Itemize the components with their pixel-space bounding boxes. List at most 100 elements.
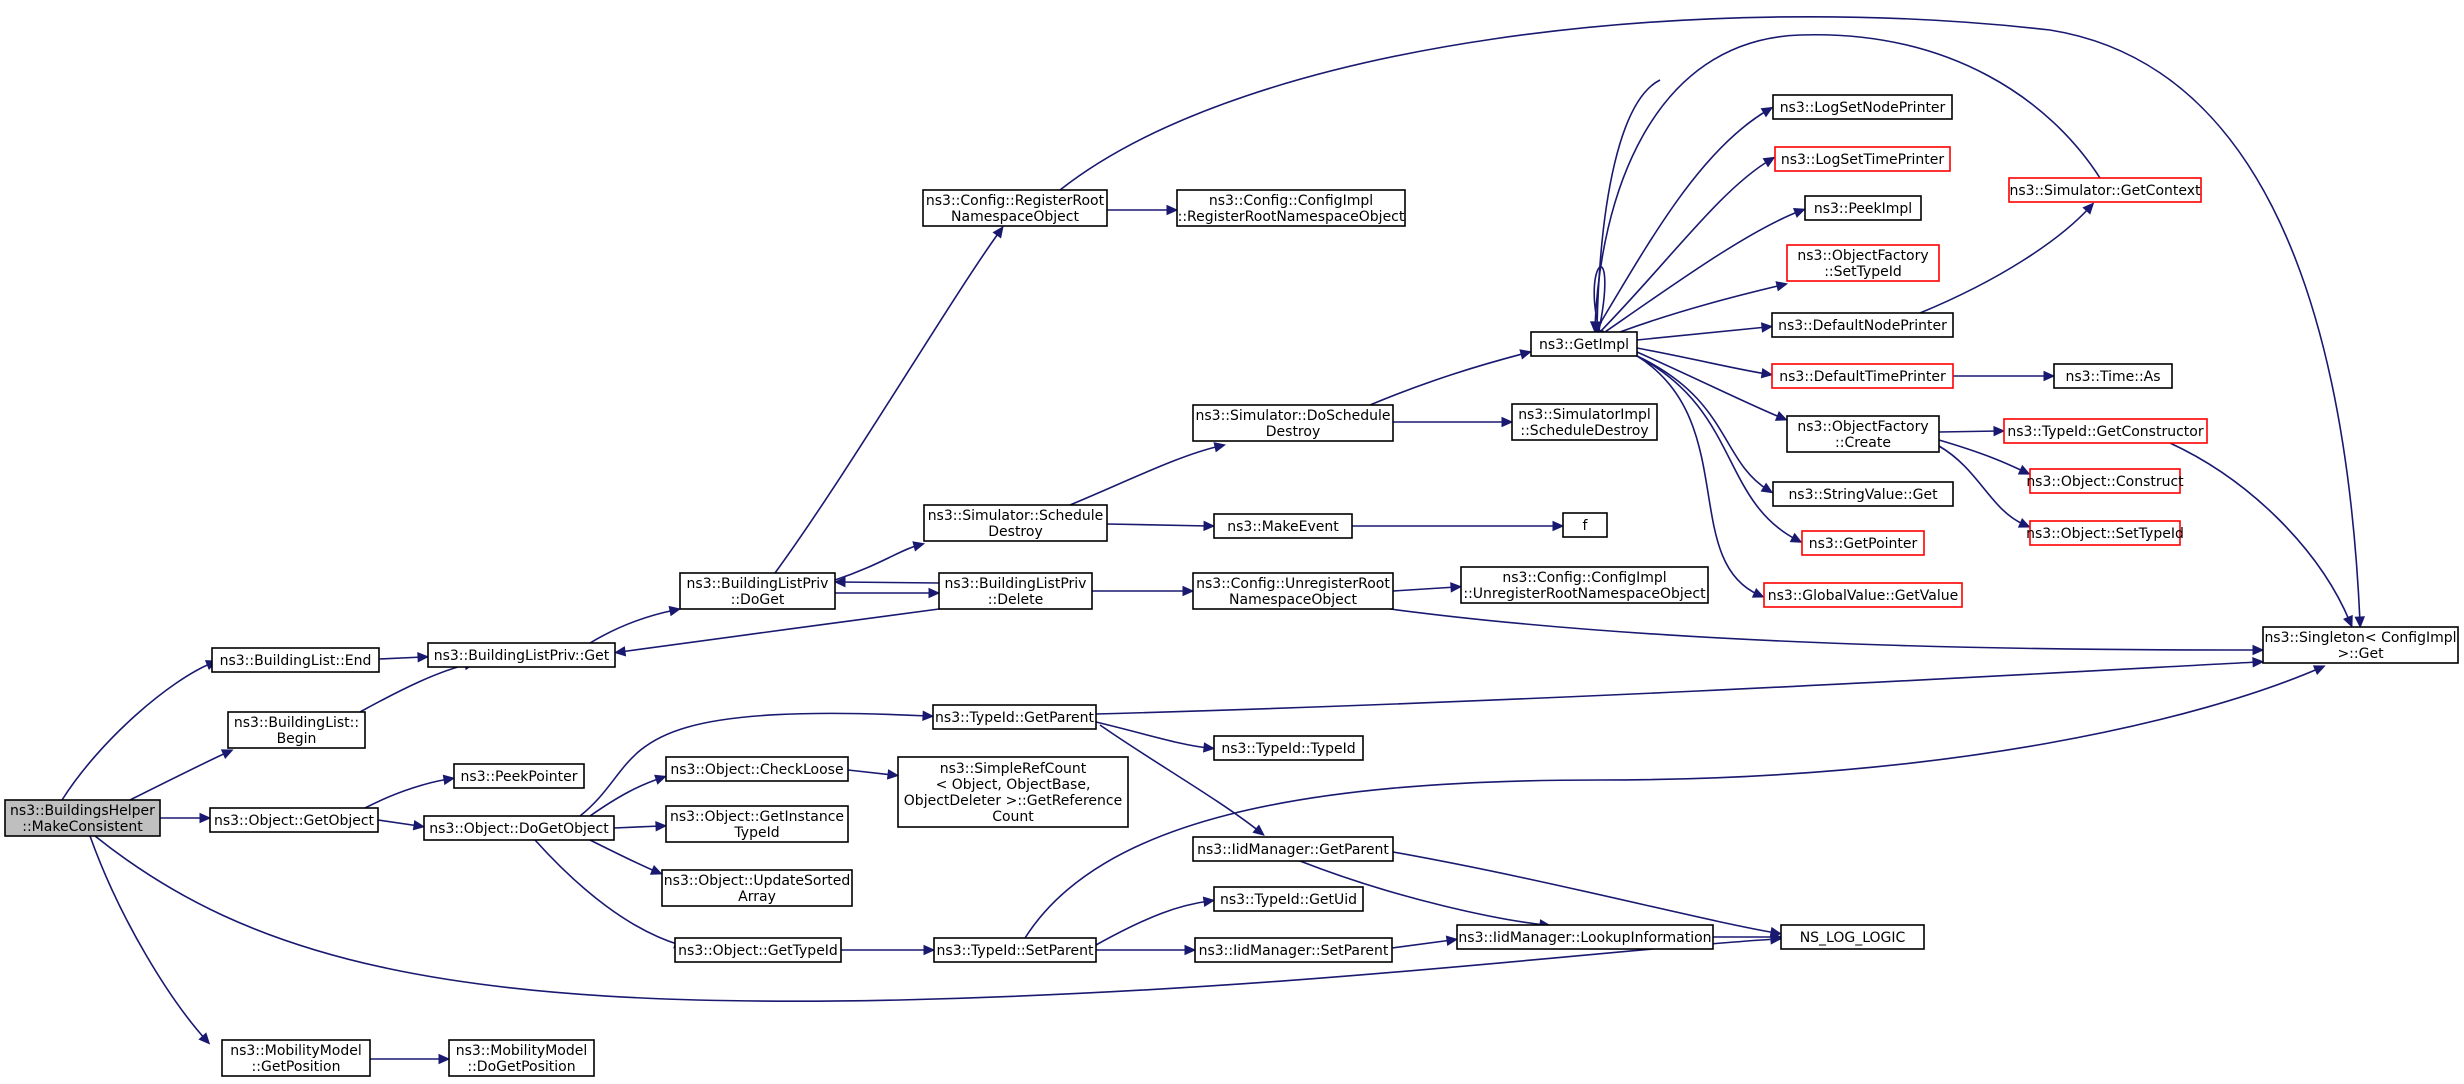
node-singleton[interactable]: ns3::Singleton< ConfigImpl>::Get: [2262, 626, 2459, 664]
node-blp-doget[interactable]: ns3::BuildingListPriv::DoGet: [679, 572, 836, 610]
arrowhead: [1182, 585, 1195, 597]
arrowhead: [1202, 742, 1216, 753]
node-defnodeprinter[interactable]: ns3::DefaultNodePrinter: [1771, 312, 1954, 338]
arrowhead: [2082, 202, 2095, 215]
node-label: ns3::GetPointer: [1809, 536, 1918, 552]
edge-getimpl-to-logsettime: [1599, 156, 1776, 333]
edge-line: [847, 769, 894, 776]
arrowhead: [655, 820, 668, 832]
node-cfgimpl-unreg[interactable]: ns3::Config::ConfigImpl::UnregisterRootN…: [1460, 566, 1709, 604]
node-tid-typeid[interactable]: ns3::TypeId::TypeId: [1213, 735, 1364, 761]
node-box: [1213, 886, 1364, 912]
node-getpointer[interactable]: ns3::GetPointer: [1801, 530, 1925, 556]
node-box: [1192, 572, 1394, 610]
edge-getimpl-to-logsetnode: [1594, 106, 1774, 333]
node-label: ns3::SimpleRefCount: [940, 761, 1087, 777]
node-iid-lookup[interactable]: ns3::IidManager::LookupInformation: [1456, 924, 1714, 950]
node-bl-end[interactable]: ns3::BuildingList::End: [211, 647, 380, 673]
edge-line: [1596, 79, 1661, 328]
node-tid-setparent[interactable]: ns3::TypeId::SetParent: [933, 937, 1097, 963]
node-sim-getcontext[interactable]: ns3::Simulator::GetContext: [2008, 177, 2202, 203]
node-label: ::GetPosition: [252, 1059, 341, 1075]
node-label: Destroy: [988, 524, 1042, 540]
node-obj-construct[interactable]: ns3::Object::Construct: [2026, 468, 2184, 494]
edge-getimpl-to-stringvalue_get: [1636, 355, 1774, 494]
arrowhead: [2252, 644, 2265, 656]
node-tid-getparent[interactable]: ns3::TypeId::GetParent: [932, 704, 1097, 730]
arrowhead: [1184, 944, 1197, 956]
node-box: [674, 937, 842, 963]
node-label: ns3::TypeId::TypeId: [1221, 741, 1355, 757]
node-tid-getuid[interactable]: ns3::TypeId::GetUid: [1213, 886, 1364, 912]
node-simimpl-sched[interactable]: ns3::SimulatorImpl::ScheduleDestroy: [1511, 403, 1658, 441]
node-obj-checkloose[interactable]: ns3::Object::CheckLoose: [665, 756, 849, 782]
edge-cfg_regroot-to-cfgimpl_regroot: [1107, 204, 1179, 216]
node-of-create[interactable]: ns3::ObjectFactory::Create: [1786, 415, 1940, 453]
node-logsetnode[interactable]: ns3::LogSetNodePrinter: [1772, 94, 1953, 120]
node-f[interactable]: f: [1562, 512, 1608, 538]
node-obj-settypeid[interactable]: ns3::Object::SetTypeId: [2026, 520, 2184, 546]
node-stringvalue-get[interactable]: ns3::StringValue::Get: [1772, 481, 1954, 507]
edge-line: [1392, 586, 1457, 592]
edge-getimpl-to-peekimpl: [1604, 208, 1806, 333]
node-iid-setparent[interactable]: ns3::IidManager::SetParent: [1194, 937, 1393, 963]
node-mm-getpos[interactable]: ns3::MobilityModel::GetPosition: [221, 1039, 371, 1077]
node-obj-dogetobject[interactable]: ns3::Object::DoGetObject: [423, 815, 615, 841]
node-ns-log-logic[interactable]: NS_LOG_LOGIC: [1780, 924, 1925, 950]
node-box: [1772, 481, 1954, 507]
node-label: ns3::Simulator::GetContext: [2009, 183, 2201, 199]
node-label: ns3::PeekImpl: [1814, 201, 1912, 217]
node-label: ns3::BuildingListPriv::Get: [434, 648, 610, 664]
edge-line: [1636, 355, 1769, 491]
node-bl-begin[interactable]: ns3::BuildingList::Begin: [227, 711, 366, 749]
arrowhead: [668, 605, 682, 617]
node-box: [1801, 530, 1925, 556]
node-sim-schedule[interactable]: ns3::Simulator::ScheduleDestroy: [923, 504, 1108, 542]
node-logsettime[interactable]: ns3::LogSetTimePrinter: [1774, 146, 1951, 172]
edge-line: [1095, 900, 1210, 946]
node-cfg-unreg[interactable]: ns3::Config::UnregisterRootNamespaceObje…: [1192, 572, 1394, 610]
arrowhead: [1770, 931, 1783, 943]
node-simplerefcount[interactable]: ns3::SimpleRefCount< Object, ObjectBase,…: [897, 756, 1129, 828]
node-box: [453, 763, 585, 789]
arrowhead: [923, 944, 936, 956]
node-globalvalue[interactable]: ns3::GlobalValue::GetValue: [1763, 582, 1963, 608]
node-tid-getctor[interactable]: ns3::TypeId::GetConstructor: [2003, 418, 2208, 444]
node-time-as[interactable]: ns3::Time::As: [2053, 363, 2173, 389]
node-obj-gettypeid[interactable]: ns3::Object::GetTypeId: [674, 937, 842, 963]
node-root[interactable]: ns3::BuildingsHelper::MakeConsistent: [4, 799, 161, 837]
node-label: ::RegisterRootNamespaceObject: [1178, 209, 1405, 225]
node-getimpl[interactable]: ns3::GetImpl: [1530, 331, 1638, 357]
arrowhead: [1519, 349, 1533, 360]
edge-line: [1369, 352, 1527, 406]
node-label: ns3::TypeId::GetConstructor: [2007, 424, 2203, 440]
arrowhead: [2017, 464, 2031, 475]
node-peekpointer[interactable]: ns3::PeekPointer: [453, 763, 585, 789]
node-iid-getparent[interactable]: ns3::IidManager::GetParent: [1192, 836, 1394, 862]
edge-iid_lookup-to-ns_log_logic: [1713, 931, 1783, 943]
arrowhead: [2043, 370, 2056, 382]
edge-line: [364, 778, 450, 809]
node-label: >::Get: [2337, 646, 2384, 662]
node-peekimpl[interactable]: ns3::PeekImpl: [1804, 195, 1922, 221]
node-cfgimpl-regroot[interactable]: ns3::Config::ConfigImpl::RegisterRootNam…: [1176, 189, 1406, 227]
node-mm-dogetpos[interactable]: ns3::MobilityModel::DoGetPosition: [448, 1039, 595, 1077]
edge-line: [61, 662, 213, 801]
edge-line: [1636, 326, 1768, 341]
node-of-settypeid[interactable]: ns3::ObjectFactory::SetTypeId: [1786, 244, 1940, 282]
node-deftimeprinter[interactable]: ns3::DefaultTimePrinter: [1771, 363, 1954, 389]
node-obj-getobject[interactable]: ns3::Object::GetObject: [209, 807, 379, 833]
node-box: [933, 937, 1097, 963]
node-cfg-regroot[interactable]: ns3::Config::RegisterRootNamespaceObject: [922, 189, 1108, 227]
node-blp-get[interactable]: ns3::BuildingListPriv::Get: [427, 642, 616, 668]
node-makeevent[interactable]: ns3::MakeEvent: [1213, 513, 1353, 539]
edge-line: [1604, 210, 1801, 333]
node-box: [1772, 94, 1953, 120]
arrowhead: [1775, 281, 1789, 292]
node-label: ns3::Object::DoGetObject: [429, 821, 609, 837]
node-blp-delete[interactable]: ns3::BuildingListPriv::Delete: [938, 572, 1093, 610]
node-box: [1804, 195, 1922, 221]
